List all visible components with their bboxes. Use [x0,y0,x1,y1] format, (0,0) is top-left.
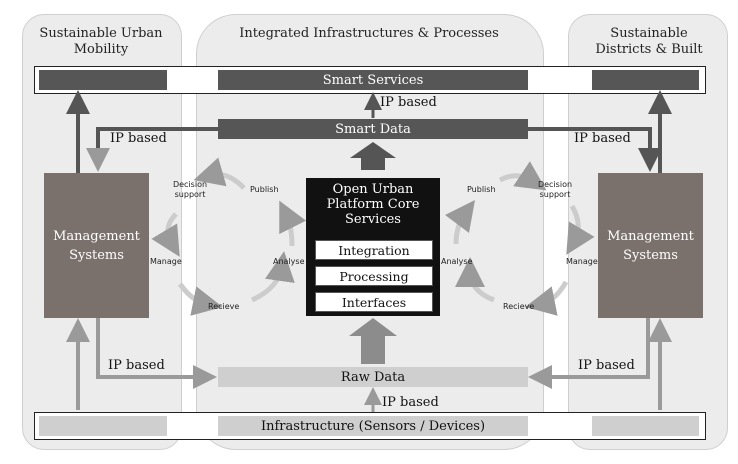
arrow-left-to-rawdata [96,318,217,389]
arrow-smartdata-right [528,127,662,172]
right-cycle-arrow-upleft [445,199,475,245]
panel-districts-title: Sustainable Districts & Built [595,26,703,57]
left-cycle-recieve: Recieve [208,302,240,311]
left-cycle-decision-support: Decision support [172,180,208,199]
raw-data-bar: Raw Data [218,367,528,387]
panel-mobility-title: Sustainable Urban Mobility [39,26,163,57]
core-item-processing: Processing [315,266,433,286]
ip-label-bottom-center: IP based [382,395,439,410]
right-cycle-arrow-bottom [525,280,569,316]
management-systems-right: Management Systems [598,173,703,318]
left-cycle-manage: Manage [150,257,182,266]
core-services-title: Open Urban Platform Core Services [326,182,420,227]
arrow-smartdata-left [86,127,218,172]
left-cycle-arrow-top [193,157,246,190]
left-cycle-arrow-right [250,251,295,303]
ip-label-top-right: IP based [574,131,631,146]
ip-label-top-center: IP based [380,95,437,110]
left-cycle-publish: Publish [250,185,279,194]
right-cycle-arrow-right [566,204,595,255]
right-cycle-recieve: Recieve [503,302,535,311]
right-cycle-decision-support: Decision support [537,180,573,199]
right-cycle-publish: Publish [467,185,496,194]
smart-data-bar: Smart Data [218,119,528,139]
ip-label-top-left: IP based [110,131,167,146]
arrow-right-to-rawdata [528,318,650,389]
left-cycle-arrow-bottom [177,282,223,316]
core-item-interfaces: Interfaces [315,292,433,312]
infrastructure-left-block [39,416,167,436]
core-item-integration: Integration [315,240,433,260]
left-cycle-arrow-left [151,212,180,257]
infrastructure-bar: Infrastructure (Sensors / Devices) [218,416,528,436]
smart-services-bar: Smart Services [218,70,528,90]
infrastructure-right-block [592,416,699,436]
ip-label-bottom-right: IP based [578,358,635,373]
arrow-rawdata-to-core [349,318,397,364]
right-cycle-arrow-left [455,257,495,303]
smart-services-right-block [592,70,699,90]
right-cycle-arrow-top [498,161,547,191]
right-cycle-manage: Manage [566,257,598,266]
arrow-core-to-smartdata [350,142,396,170]
management-systems-left: Management Systems [44,173,149,318]
smart-services-left-block [39,70,167,90]
right-cycle-analyse: Analyse [441,257,473,266]
ip-label-bottom-left: IP based [108,358,165,373]
left-cycle-arrow-upright [279,200,307,247]
panel-integrated-title: Integrated Infrastructures & Processes [239,26,499,41]
left-cycle-analyse: Analyse [273,257,305,266]
